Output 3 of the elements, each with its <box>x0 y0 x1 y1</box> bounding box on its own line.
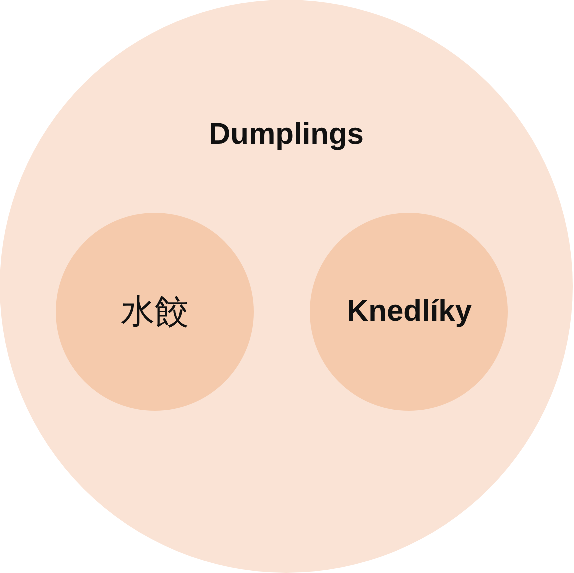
circle-label: Knedlíky <box>347 297 472 327</box>
circle-title: Dumplings <box>209 120 364 150</box>
circle-label: 水餃 <box>121 295 189 329</box>
